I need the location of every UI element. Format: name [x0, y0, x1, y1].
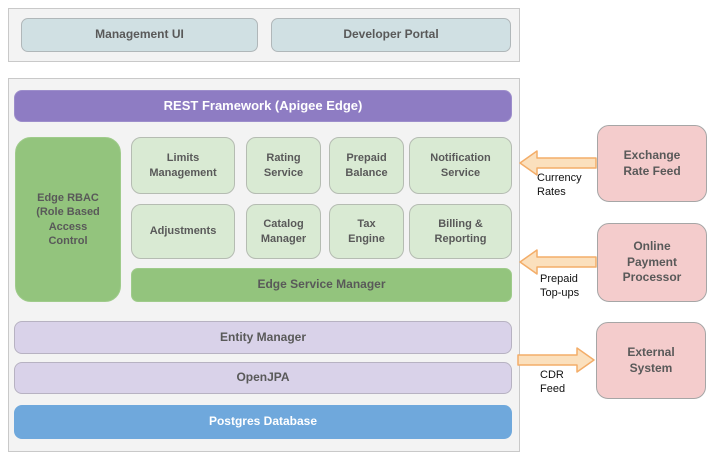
- service-box-prepaid-balance: Prepaid Balance: [329, 137, 404, 194]
- client-layer-container: Management UI Developer Portal: [8, 8, 520, 62]
- online-payment-processor-box: Online Payment Processor: [597, 223, 707, 302]
- rest-framework-bar: REST Framework (Apigee Edge): [14, 90, 512, 122]
- currency-rates-label: Currency Rates: [537, 172, 582, 198]
- service-box-catalog-manager: Catalog Manager: [246, 204, 321, 259]
- external-system-box: External System: [596, 322, 706, 399]
- service-box-rating-service: Rating Service: [246, 137, 321, 194]
- edge-rbac-box: Edge RBAC (Role Based Access Control: [15, 137, 121, 302]
- service-box-tax-engine: Tax Engine: [329, 204, 404, 259]
- exchange-rate-feed-box: Exchange Rate Feed: [597, 125, 707, 202]
- cdr-feed-label: CDR Feed: [540, 369, 566, 395]
- cdr-feed-arrow-icon: [517, 347, 595, 373]
- postgres-database-bar: Postgres Database: [14, 405, 512, 439]
- service-box-notification-service: Notification Service: [409, 137, 512, 194]
- edge-service-manager-bar: Edge Service Manager: [131, 268, 512, 302]
- prepaid-topups-arrow-icon: [519, 249, 597, 275]
- currency-rates-arrow-icon: [519, 150, 597, 176]
- prepaid-topups-label: Prepaid Top-ups: [540, 273, 580, 299]
- apigee-edge-stack-container: REST Framework (Apigee Edge) Edge RBAC (…: [8, 78, 520, 452]
- service-box-adjustments: Adjustments: [131, 204, 235, 259]
- service-box-limits-management: Limits Management: [131, 137, 235, 194]
- entity-manager-bar: Entity Manager: [14, 321, 512, 354]
- service-box-billing-reporting: Billing & Reporting: [409, 204, 512, 259]
- management-ui-box: Management UI: [21, 18, 258, 52]
- developer-portal-box: Developer Portal: [271, 18, 511, 52]
- openjpa-bar: OpenJPA: [14, 362, 512, 394]
